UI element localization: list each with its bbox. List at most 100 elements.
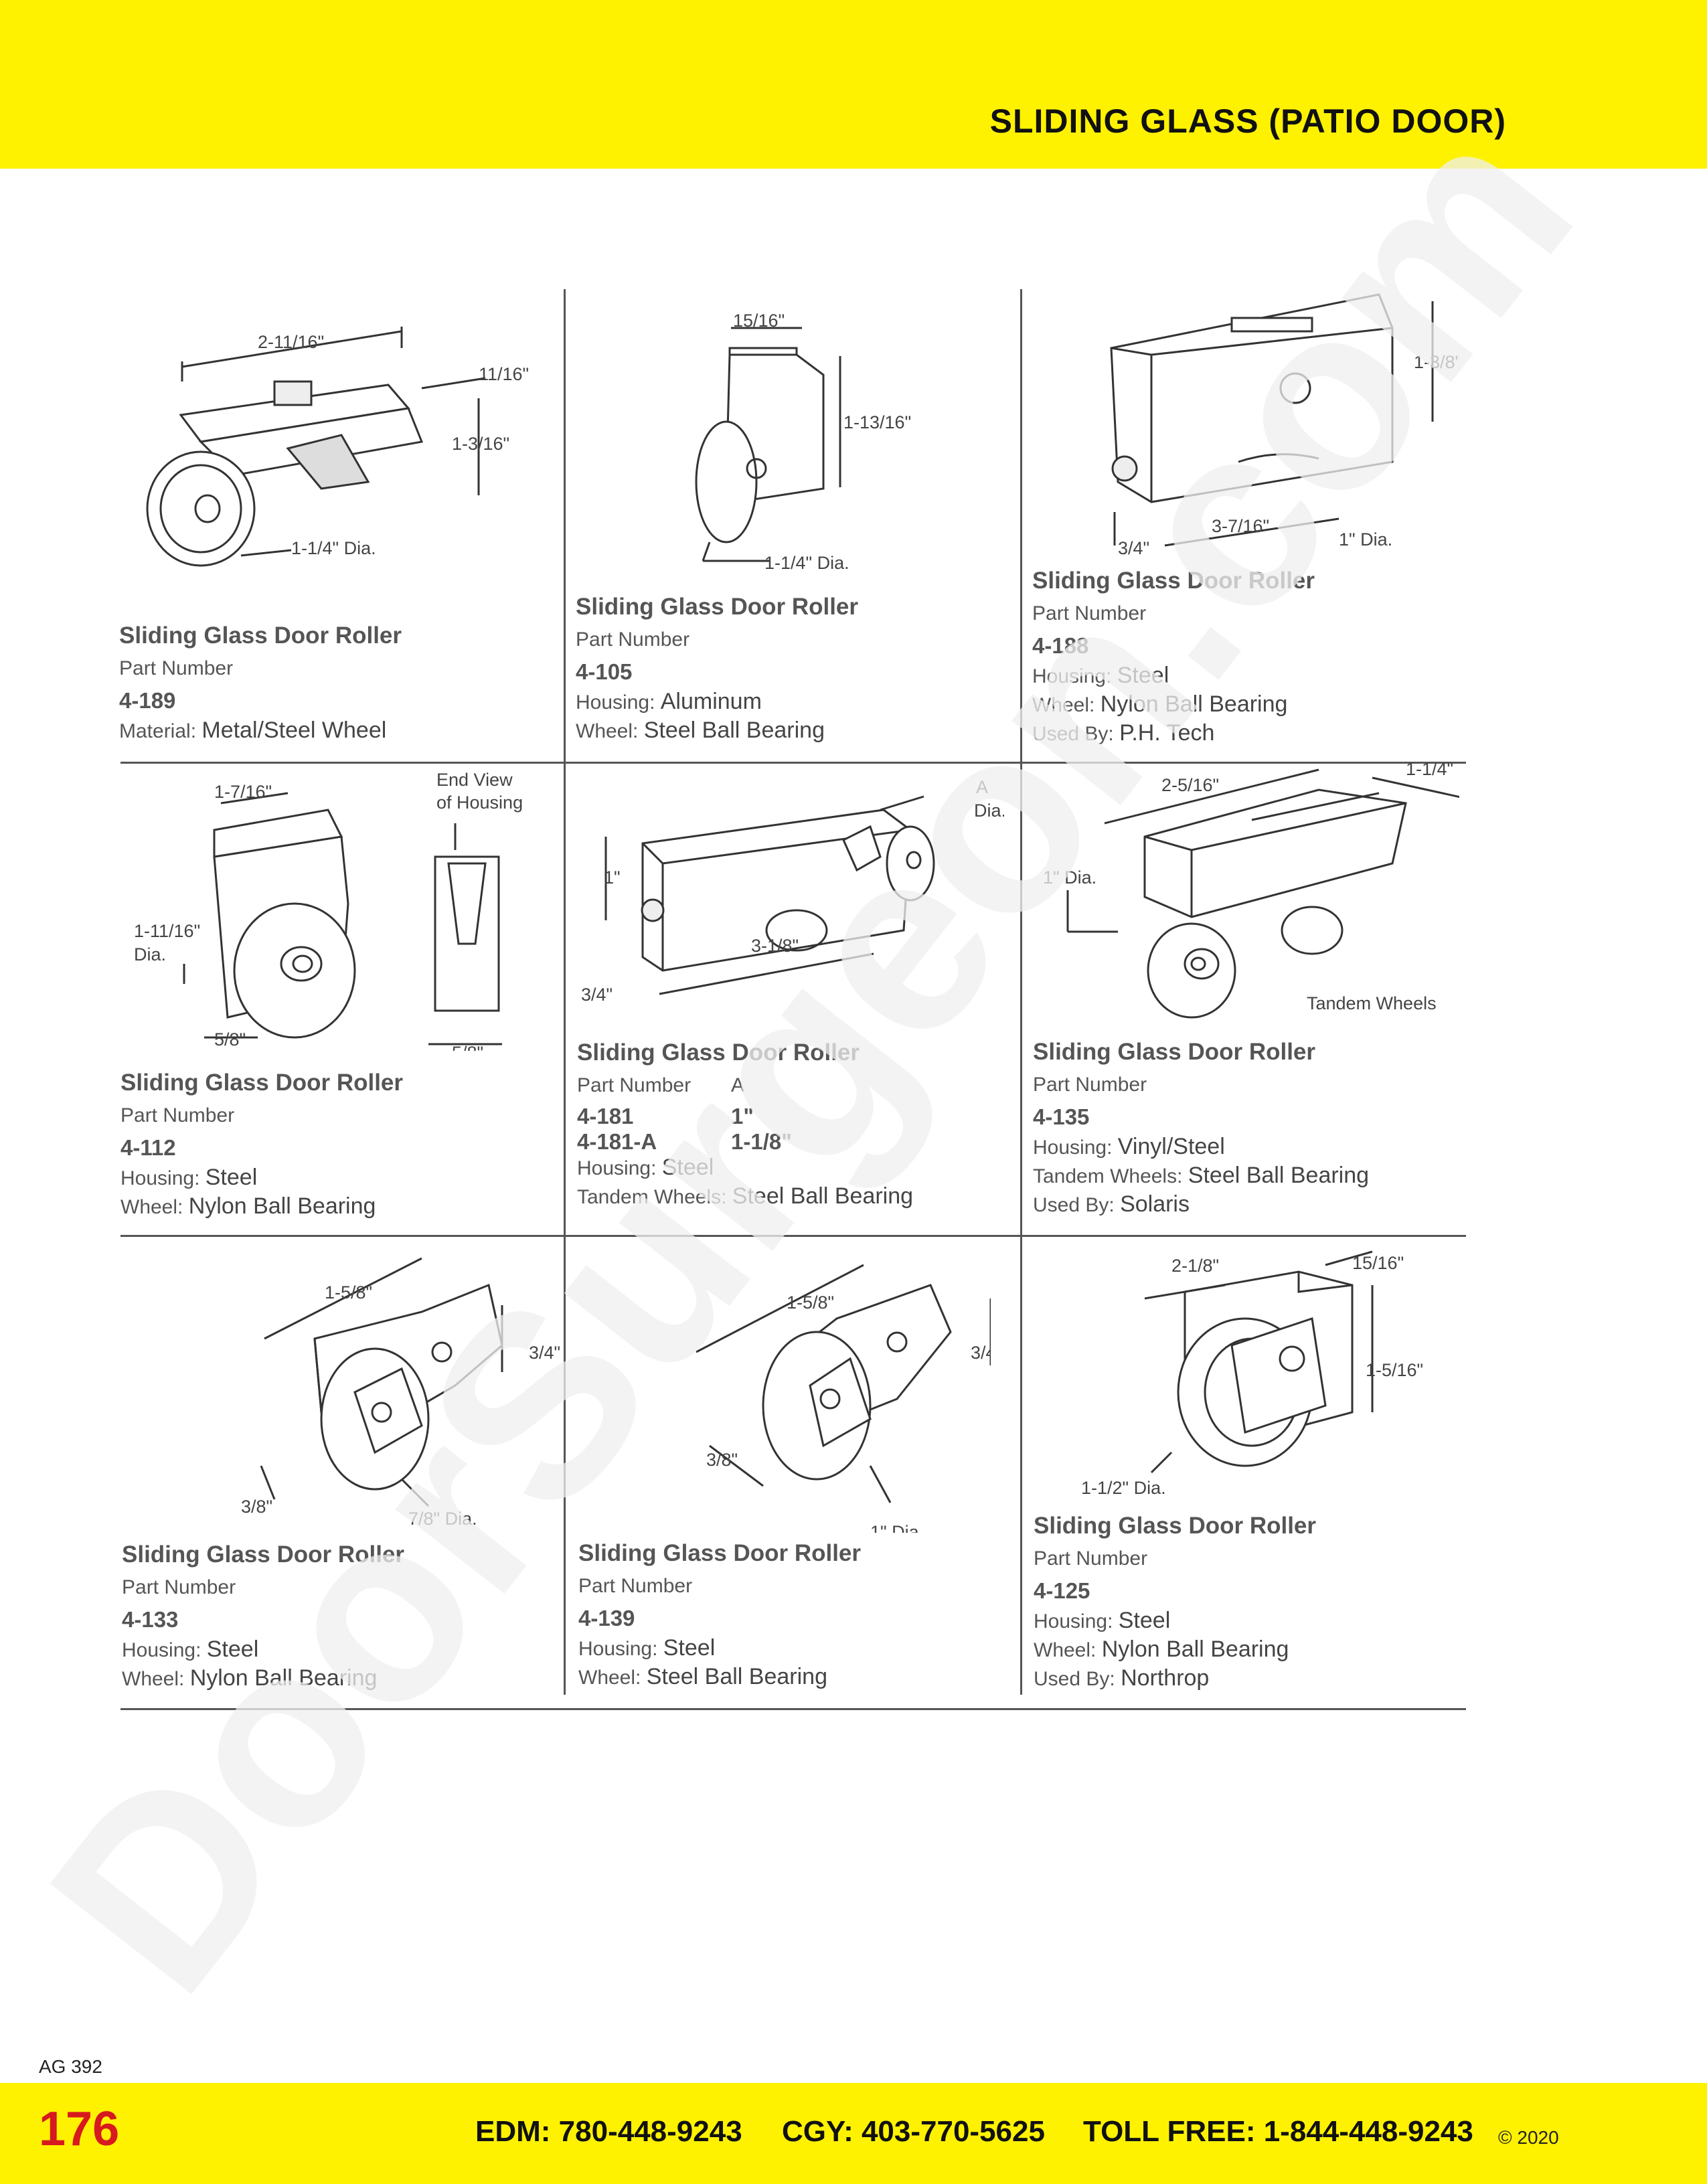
roller-4-139-drawing: 1-5/8" 3/4" 3/8" 1" Dia. [696,1264,991,1533]
dim-text: 5/8" [214,1029,246,1049]
dim-text: 1-5/16" [1366,1360,1423,1380]
product-caption-4-105: Sliding Glass Door Roller Part Number 4-… [576,594,991,746]
product-title: Sliding Glass Door Roller [577,1039,860,1066]
roller-4-133-drawing: 1-5/8" 3/4" 3/8" 7/8" Dia. [241,1257,560,1529]
dim-text: 2-1/8" [1171,1256,1219,1276]
dimension-a: 1" [731,1104,754,1128]
roller-4-105-drawing: 15/16" 1-13/16" 1-1/4" Dia. [695,311,911,573]
spec-line: Housing: Steel [578,1635,716,1661]
divider-v1-mid [564,763,566,1235]
spec-line: Wheel: Nylon Ball Bearing [120,1193,376,1219]
dim-text: 1" Dia. [1339,529,1392,550]
product-title: Sliding Glass Door Roller [1032,568,1315,594]
dim-text: 1-3/8" [1414,352,1459,372]
divider-v1-top [564,289,566,762]
product-title: Sliding Glass Door Roller [119,622,402,649]
roller-4-112-drawing: 1-7/16" 1-11/16" Dia. 5/8" 5/8" End View… [134,770,523,1051]
spec-line: Housing: Steel [1034,1608,1171,1633]
spec-line: Material: Metal/Steel Wheel [119,718,387,743]
spec-line: Used By: P.H. Tech [1032,720,1215,746]
part-number-label: Part Number [1032,602,1147,624]
dim-text: 15/16" [1352,1253,1404,1273]
divider-v2-bot [1020,1236,1022,1695]
footer-band [0,2083,1707,2184]
spec-line: Housing: Steel [577,1155,714,1180]
dim-text: 3/4" [581,985,613,1005]
dim-text: 11/16" [479,364,529,384]
toll-free-phone[interactable]: TOLL FREE: 1-844-448-9243 [1083,2115,1473,2148]
part-number-label: Part Number [578,1575,693,1597]
dim-text: 5/8" [452,1043,483,1051]
ag-code: AG 392 [39,2056,102,2077]
product-caption-4-181: Sliding Glass Door Roller Part Number A … [577,1039,992,1212]
roller-4-135-drawing: 2-5/16" 1-1/4" 1" Dia. Tandem Wheels [1043,763,1459,1019]
product-title: Sliding Glass Door Roller [1033,1039,1316,1065]
header-band: SLIDING GLASS (PATIO DOOR) [0,0,1707,169]
product-caption-4-188: Sliding Glass Door Roller Part Number 4-… [1032,568,1447,749]
dim-text: 1-3/16" [452,434,509,454]
dim-text: 1-5/8" [325,1282,372,1303]
product-title: Sliding Glass Door Roller [576,594,859,620]
dim-text: Dia. [134,944,166,964]
dim-text: 1-13/16" [843,412,911,432]
spec-line: Tandem Wheels: Steel Ball Bearing [1033,1163,1370,1188]
dim-text: 1" Dia. [870,1522,924,1533]
dim-text: 1-11/16" [134,921,200,941]
part-number-label: Part Number [577,1074,692,1096]
roller-4-189-drawing: 2-11/16" 11/16" 1-3/16" 1-1/4" Dia. [146,327,529,567]
divider-h1 [120,762,1466,764]
roller-4-181-drawing: A Dia. 1" 3-1/8" 3/4" [581,777,1004,1005]
part-number: 4-139 [578,1606,635,1630]
dim-text: 3/8" [706,1450,738,1470]
roller-4-125-drawing: 2-1/8" 15/16" 1-5/16" 1-1/2" Dia. [1081,1250,1423,1498]
part-number-label: Part Number [1034,1547,1148,1570]
page-number: 176 [39,2102,120,2156]
part-number: 4-181-A [577,1129,657,1154]
roller-4-188-drawing: 1-3/8" 3/4" 3-7/16" 1" Dia. [1110,293,1459,558]
dim-text: 15/16" [733,311,785,331]
dim-text: End View [436,770,513,790]
spec-line: Wheel: Nylon Ball Bearing [1034,1636,1289,1662]
part-number-label: Part Number [122,1576,236,1598]
edm-phone[interactable]: EDM: 780-448-9243 [475,2115,742,2148]
divider-h3 [120,1708,1466,1710]
product-title: Sliding Glass Door Roller [120,1070,404,1096]
product-caption-4-112: Sliding Glass Door Roller Part Number 4-… [120,1070,536,1222]
dim-text: 1-1/4" Dia. [291,538,376,558]
part-number: 4-189 [119,688,176,713]
spec-line: Housing: Steel [120,1165,258,1190]
product-title: Sliding Glass Door Roller [578,1540,862,1566]
dim-text: 3/4" [529,1343,560,1363]
product-caption-4-135: Sliding Glass Door Roller Part Number 4-… [1033,1039,1448,1220]
cgy-phone[interactable]: CGY: 403-770-5625 [782,2115,1045,2148]
dim-text: 3/4" [1118,538,1149,558]
dim-text: 1-7/16" [214,782,272,802]
dim-text: 1" [604,867,621,888]
dim-text: A [976,777,988,797]
spec-line: Wheel: Nylon Ball Bearing [1032,691,1288,717]
spec-line: Wheel: Steel Ball Bearing [576,718,825,743]
product-title: Sliding Glass Door Roller [1034,1513,1317,1539]
dim-text: 1-1/4" Dia. [764,553,849,573]
dim-text: 3/8" [241,1497,272,1517]
dim-text: 3-1/8" [751,936,799,956]
part-number: 4-188 [1032,633,1089,658]
dimension-a: 1-1/8" [731,1129,792,1154]
divider-h2 [120,1235,1466,1237]
spec-line: Housing: Aluminum [576,689,762,714]
product-caption-4-189: Sliding Glass Door Roller Part Number 4-… [119,622,534,746]
product-caption-4-133: Sliding Glass Door Roller Part Number 4-… [122,1541,537,1694]
dim-text: Dia. [974,801,1004,821]
part-number-label: Part Number [120,1104,235,1126]
spec-line: Used By: Northrop [1034,1665,1210,1691]
part-number-table: Part Number A 4-181 1" 4-181-A 1-1/8" [577,1074,992,1155]
dim-text: 1-1/2" Dia. [1081,1478,1166,1498]
column-a-label: A [731,1074,745,1096]
part-number-label: Part Number [1033,1074,1147,1096]
part-number-label: Part Number [576,628,690,651]
part-number: 4-135 [1033,1104,1090,1129]
part-number: 4-125 [1034,1578,1090,1603]
divider-v2-top [1020,289,1022,762]
spec-line: Wheel: Steel Ball Bearing [578,1664,827,1689]
dim-text: Tandem Wheels [1307,993,1437,1013]
